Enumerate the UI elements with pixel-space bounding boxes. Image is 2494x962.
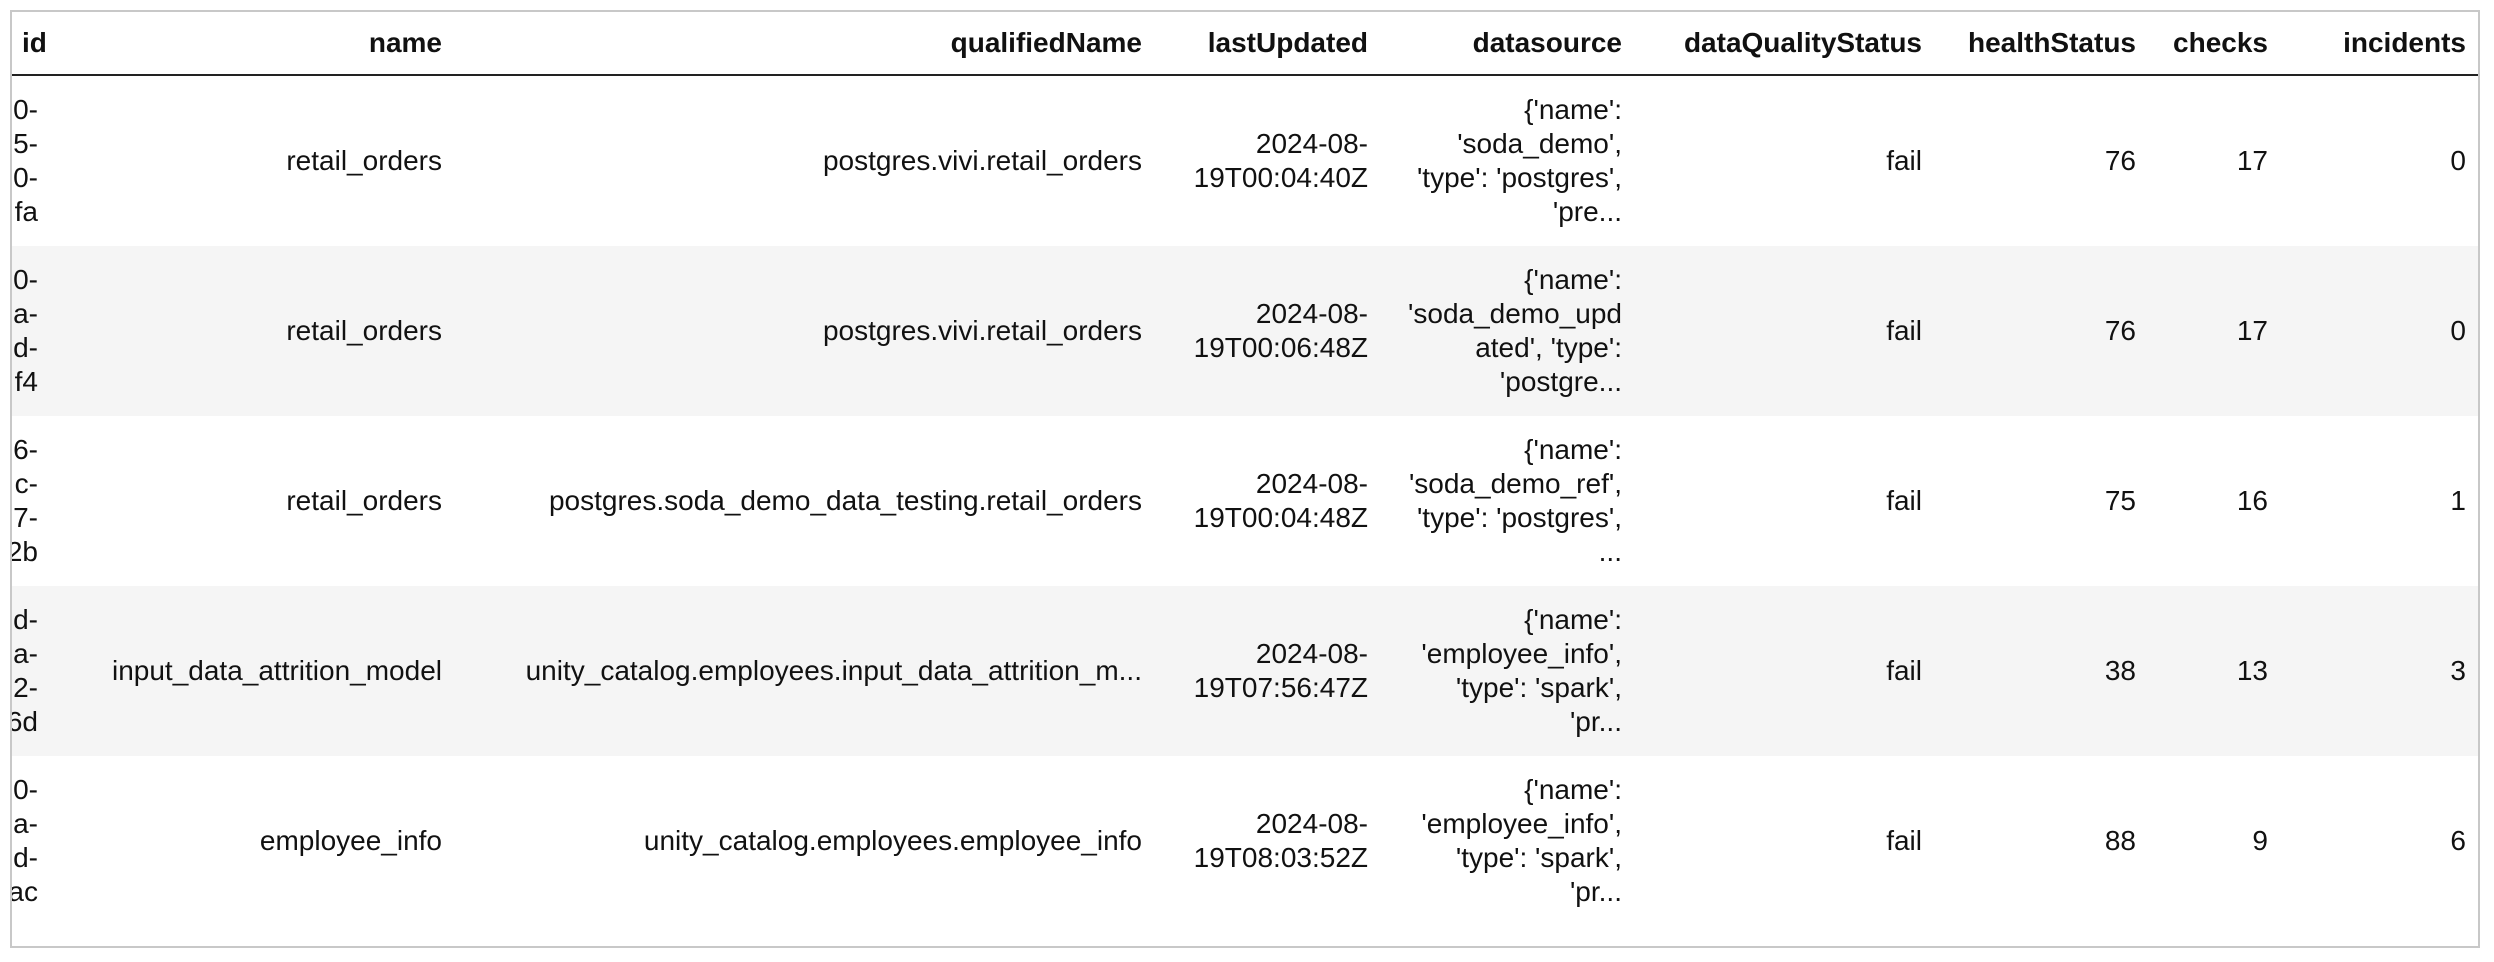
table-row: 0- a- d- ac employee_info unity_catalog.…: [12, 756, 2478, 926]
cell-qualifiedname: postgres.vivi.retail_orders: [822, 145, 1142, 176]
cell-incidents: 0: [2450, 145, 2466, 176]
dataframe-table: id name qualifiedName lastUpdated dataso…: [12, 12, 2478, 926]
header-row: id name qualifiedName lastUpdated dataso…: [12, 12, 2478, 76]
cell-dataqualitystatus: fail: [1886, 485, 1922, 516]
cell-id: 0- a- d- ac: [12, 756, 70, 926]
cell-id-text: d- a- 2- 6d: [12, 604, 38, 737]
cell-qualifiedname: postgres.soda_demo_data_testing.retail_o…: [548, 485, 1142, 516]
cell-qualifiedname: postgres.vivi.retail_orders: [458, 246, 1158, 416]
cell-id-text: 0- 5- 0- fa: [13, 94, 38, 227]
table-row: 0- a- d- f4 retail_orders postgres.vivi.…: [12, 246, 2478, 416]
cell-name: retail_orders: [70, 246, 458, 416]
cell-id: d- a- 2- 6d: [12, 586, 70, 756]
cell-lastupdated: 2024-08-19T00:04:48Z: [1193, 468, 1368, 533]
cell-qualifiedname: unity_catalog.employees.employee_info: [643, 825, 1142, 856]
cell-dataqualitystatus: fail: [1638, 586, 1938, 756]
table-row: d- a- 2- 6d input_data_attrition_model u…: [12, 586, 2478, 756]
cell-healthstatus: 88: [2104, 825, 2136, 856]
cell-name: retail_orders: [286, 485, 442, 516]
cell-healthstatus: 38: [1938, 586, 2152, 756]
cell-datasource: {'name': 'soda_demo_ref', 'type': 'postg…: [1408, 434, 1622, 567]
column-header-checks: checks: [2152, 12, 2284, 76]
cell-incidents: 0: [2284, 246, 2478, 416]
column-header-healthstatus: healthStatus: [1938, 12, 2152, 76]
cell-id-text: 0- a- d- ac: [12, 774, 38, 907]
cell-incidents: 3: [2284, 586, 2478, 756]
cell-dataqualitystatus: fail: [1886, 145, 1922, 176]
column-header-lastupdated: lastUpdated: [1158, 12, 1384, 76]
cell-checks: 17: [2152, 246, 2284, 416]
cell-lastupdated: 2024-08-19T00:04:40Z: [1193, 128, 1368, 193]
cell-checks: 9: [2252, 825, 2268, 856]
cell-checks: 17: [2236, 145, 2268, 176]
cell-incidents: 1: [2450, 485, 2466, 516]
cell-checks: 16: [2236, 485, 2268, 516]
cell-name: input_data_attrition_model: [70, 586, 458, 756]
table-header: id name qualifiedName lastUpdated dataso…: [12, 12, 2478, 76]
table-body: 0- 5- 0- fa retail_orders postgres.vivi.…: [12, 75, 2478, 926]
cell-incidents: 6: [2450, 825, 2466, 856]
column-header-id: id: [12, 12, 70, 76]
column-header-incidents: incidents: [2284, 12, 2478, 76]
cell-lastupdated: 2024-08-19T00:06:48Z: [1158, 246, 1384, 416]
column-header-dataqualitystatus: dataQualityStatus: [1638, 12, 1938, 76]
cell-id: 0- a- d- f4: [12, 246, 70, 416]
column-header-name: name: [70, 12, 458, 76]
cell-datasource: {'name': 'soda_demo', 'type': 'postgres'…: [1416, 94, 1622, 227]
cell-healthstatus: 76: [2104, 145, 2136, 176]
column-header-qualifiedname: qualifiedName: [458, 12, 1158, 76]
cell-name: employee_info: [259, 825, 442, 856]
cell-id: 0- 5- 0- fa: [12, 75, 70, 246]
cell-datasource: {'name': 'employee_info', 'type': 'spark…: [1421, 774, 1622, 907]
cell-healthstatus: 75: [2104, 485, 2136, 516]
cell-lastupdated: 2024-08-19T07:56:47Z: [1158, 586, 1384, 756]
cell-healthstatus: 76: [1938, 246, 2152, 416]
column-header-datasource: datasource: [1384, 12, 1638, 76]
cell-dataqualitystatus: fail: [1638, 246, 1938, 416]
cell-datasource: {'name': 'employee_info', 'type': 'spark…: [1384, 586, 1638, 756]
cell-id-text: 0- a- d- f4: [13, 264, 38, 397]
cell-qualifiedname: unity_catalog.employees.input_data_attri…: [458, 586, 1158, 756]
cell-id: 6- c- 7- 2b: [12, 416, 70, 586]
table-row: 6- c- 7- 2b retail_orders postgres.soda_…: [12, 416, 2478, 586]
dataframe-output: id name qualifiedName lastUpdated dataso…: [10, 10, 2480, 948]
cell-lastupdated: 2024-08-19T08:03:52Z: [1193, 808, 1368, 873]
cell-checks: 13: [2152, 586, 2284, 756]
table-row: 0- 5- 0- fa retail_orders postgres.vivi.…: [12, 75, 2478, 246]
cell-name: retail_orders: [286, 145, 442, 176]
cell-id-text: 6- c- 7- 2b: [12, 434, 38, 567]
cell-datasource: {'name': 'soda_demo_updated', 'type': 'p…: [1384, 246, 1638, 416]
cell-dataqualitystatus: fail: [1886, 825, 1922, 856]
